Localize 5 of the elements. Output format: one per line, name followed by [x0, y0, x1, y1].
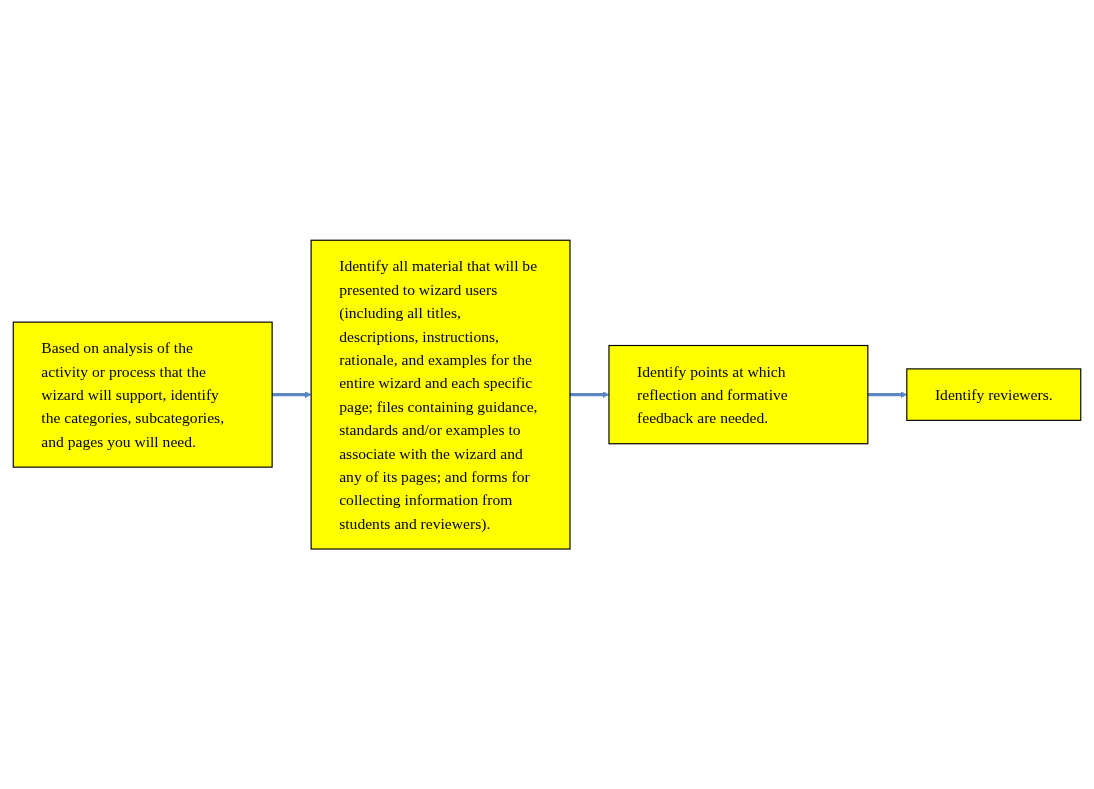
node-box: Identify all material that will be presented to wizard users (including all titles, descriptions, instructions, rationale, and examples for the entire wizard and each specific page; files containing guidance, standards and/or examples to associate with the wizard and any of its pages; and forms for collecting information from students and reviewers). — [310, 239, 571, 550]
node-box: Identify points at which reflection and formative feedback are needed. — [608, 344, 869, 445]
node-box: Identify reviewers. — [906, 368, 1082, 421]
node-box: Based on analysis of the activity or process that the wizard will support, identify the categories, subcategories, and pages you will need. — [12, 321, 273, 468]
arrow — [272, 391, 312, 398]
